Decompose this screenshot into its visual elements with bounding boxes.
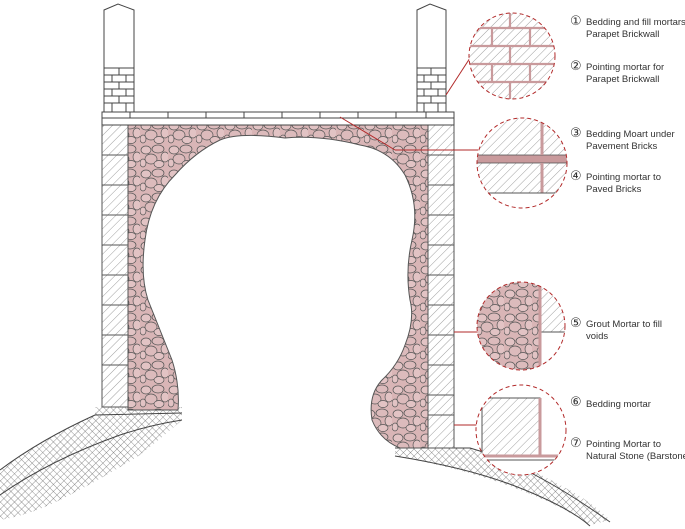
legend-text-line: Natural Stone (Barstone)	[586, 451, 685, 462]
arch-stonework	[127, 124, 429, 449]
right-parapet	[416, 3, 447, 113]
legend-number: ①	[570, 14, 582, 29]
legend-number: ⑥	[570, 395, 582, 410]
legend-number: ②	[570, 59, 582, 74]
legend-number: ③	[570, 126, 582, 141]
legend-text-line: Pointing Mortar to	[586, 439, 661, 450]
leader-lines	[339, 57, 478, 426]
detail-pavement-bricks	[476, 117, 568, 209]
legend-text-line: Pointing mortar to	[586, 172, 661, 183]
pavement-deck	[101, 111, 455, 126]
legend-text-line: Bedding mortar	[586, 399, 651, 410]
legend-text-line: voids	[586, 331, 609, 342]
right-pier	[427, 124, 455, 449]
legend-text-line: Parapet Brickwall	[586, 74, 660, 85]
legend-number: ⑤	[570, 316, 582, 331]
legend-text-line: Paved Bricks	[586, 184, 642, 195]
legend-text-line: Grout Mortar to fill	[586, 319, 663, 330]
detail-parapet-brickwall	[468, 12, 556, 100]
legend-text-line: Parapet Brickwall	[586, 29, 660, 40]
detail-grout-mortar	[476, 281, 566, 371]
legend-text-line: Bedding Moart under	[586, 129, 675, 140]
ground-left	[0, 407, 183, 520]
left-pier	[101, 124, 129, 408]
legend-number: ④	[570, 169, 582, 184]
detail-natural-stone	[475, 384, 567, 476]
left-parapet	[103, 3, 135, 113]
legend-number: ⑦	[570, 436, 582, 451]
legend-text-line: Bedding and fill mortars for	[586, 17, 685, 28]
legend-text-line: Pavement Bricks	[586, 141, 658, 152]
legend-text-line: Pointing mortar for	[586, 62, 665, 73]
